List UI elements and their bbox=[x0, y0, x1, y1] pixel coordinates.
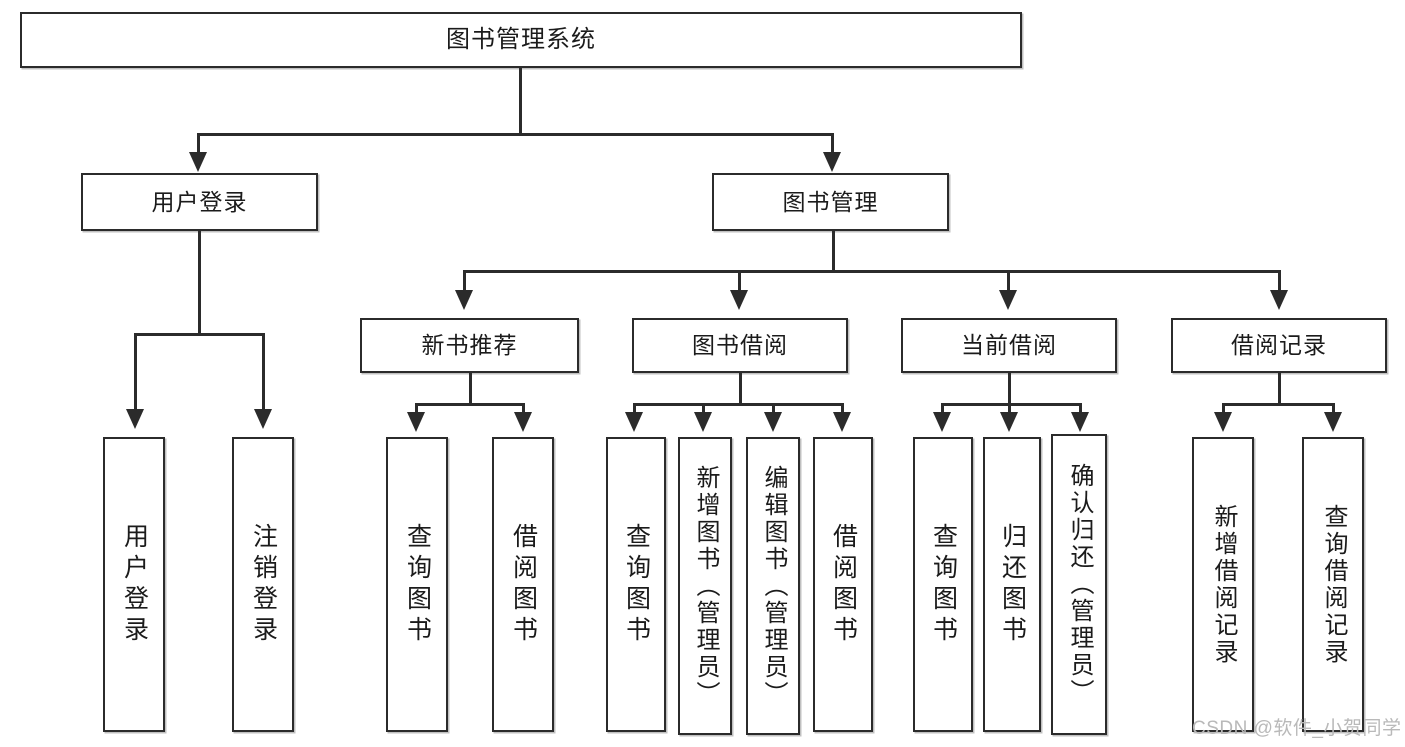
leaf-borrow-record-query-record[interactable]: 查询借阅记录 bbox=[1302, 437, 1364, 732]
connector-current-borrow-drop-3 bbox=[1079, 403, 1082, 415]
node-label: 图书借阅 bbox=[692, 332, 788, 359]
node-book-borrow[interactable]: 图书借阅 bbox=[632, 318, 848, 373]
connector-borrow-record-drop-2 bbox=[1332, 403, 1335, 415]
node-book-management[interactable]: 图书管理 bbox=[712, 173, 949, 231]
node-new-book-recommend[interactable]: 新书推荐 bbox=[360, 318, 579, 373]
node-current-borrow[interactable]: 当前借阅 bbox=[901, 318, 1117, 373]
leaf-book-borrow-query-book[interactable]: 查询图书 bbox=[606, 437, 666, 732]
arrowhead-new-book-leaf-2 bbox=[514, 412, 532, 432]
connector-book-borrow-drop-4 bbox=[841, 403, 844, 415]
arrowhead-book-mgmt-child-4 bbox=[1270, 290, 1288, 310]
connector-root-bar bbox=[197, 133, 834, 136]
leaf-book-borrow-borrow-book[interactable]: 借阅图书 bbox=[813, 437, 873, 732]
node-label: 查询借阅记录 bbox=[1320, 503, 1347, 666]
node-label: 查询图书 bbox=[622, 522, 651, 647]
arrowhead-book-mgmt-child-3 bbox=[999, 290, 1017, 310]
arrowhead-borrow-record-leaf-1 bbox=[1214, 412, 1232, 432]
node-label: 用户登录 bbox=[151, 188, 248, 215]
arrowhead-current-borrow-leaf-2 bbox=[1000, 412, 1018, 432]
leaf-current-borrow-query-book[interactable]: 查询图书 bbox=[913, 437, 973, 732]
arrowhead-book-borrow-leaf-1 bbox=[625, 412, 643, 432]
node-label: 借阅图书 bbox=[509, 522, 538, 647]
leaf-new-book-borrow-book[interactable]: 借阅图书 bbox=[492, 437, 554, 732]
connector-book-mgmt-drop-1 bbox=[463, 270, 466, 292]
arrowhead-user-login-leaf-2 bbox=[254, 409, 272, 429]
connector-current-borrow-bar bbox=[941, 403, 1082, 406]
node-label: 确认归还（管理员） bbox=[1066, 463, 1093, 706]
leaf-user-login-signin[interactable]: 用户登录 bbox=[103, 437, 165, 732]
arrowhead-book-borrow-leaf-2 bbox=[694, 412, 712, 432]
arrowhead-current-borrow-leaf-1 bbox=[933, 412, 951, 432]
arrowhead-current-borrow-leaf-3 bbox=[1071, 412, 1089, 432]
connector-user-login-drop-2 bbox=[262, 333, 265, 411]
connector-book-borrow-drop-3 bbox=[772, 403, 775, 415]
connector-borrow-record-bar bbox=[1222, 403, 1335, 406]
connector-root-to-book-mgmt bbox=[831, 133, 834, 155]
node-label: 借阅记录 bbox=[1231, 332, 1327, 359]
arrowhead-book-mgmt-child-2 bbox=[730, 290, 748, 310]
connector-user-login-stem bbox=[198, 231, 201, 335]
arrowhead-new-book-leaf-1 bbox=[407, 412, 425, 432]
arrowhead-book-borrow-leaf-4 bbox=[833, 412, 851, 432]
connector-new-book-drop-2 bbox=[522, 403, 525, 415]
connector-book-mgmt-drop-3 bbox=[1007, 270, 1010, 292]
connector-book-mgmt-drop-4 bbox=[1278, 270, 1281, 292]
connector-user-login-bar bbox=[134, 333, 265, 336]
connector-book-borrow-bar bbox=[633, 403, 844, 406]
node-label: 图书管理系统 bbox=[446, 26, 596, 54]
node-root-system[interactable]: 图书管理系统 bbox=[20, 12, 1022, 68]
leaf-user-login-signout[interactable]: 注销登录 bbox=[232, 437, 294, 732]
node-user-login[interactable]: 用户登录 bbox=[81, 173, 318, 231]
node-label: 新增借阅记录 bbox=[1210, 503, 1237, 666]
leaf-book-borrow-edit-book-admin[interactable]: 编辑图书（管理员） bbox=[746, 437, 800, 735]
connector-current-borrow-drop-1 bbox=[941, 403, 944, 415]
connector-new-book-bar bbox=[415, 403, 525, 406]
node-label: 用户登录 bbox=[120, 522, 149, 647]
leaf-new-book-query-book[interactable]: 查询图书 bbox=[386, 437, 448, 732]
arrowhead-book-mgmt-child-1 bbox=[455, 290, 473, 310]
connector-borrow-record-stem bbox=[1278, 373, 1281, 405]
arrowhead-root-to-book-mgmt bbox=[823, 152, 841, 172]
leaf-borrow-record-add-record[interactable]: 新增借阅记录 bbox=[1192, 437, 1254, 732]
node-label: 新书推荐 bbox=[421, 332, 518, 359]
connector-new-book-drop-1 bbox=[415, 403, 418, 415]
connector-book-borrow-stem bbox=[739, 373, 742, 405]
connector-root-stem bbox=[519, 68, 522, 135]
leaf-current-borrow-confirm-return-admin[interactable]: 确认归还（管理员） bbox=[1051, 434, 1107, 735]
connector-book-mgmt-stem bbox=[832, 231, 835, 273]
arrowhead-book-borrow-leaf-3 bbox=[764, 412, 782, 432]
connector-borrow-record-drop-1 bbox=[1222, 403, 1225, 415]
node-label: 借阅图书 bbox=[829, 522, 858, 647]
node-label: 新增图书（管理员） bbox=[692, 464, 719, 708]
connector-book-mgmt-drop-2 bbox=[738, 270, 741, 292]
leaf-book-borrow-add-book-admin[interactable]: 新增图书（管理员） bbox=[678, 437, 732, 735]
connector-new-book-stem bbox=[469, 373, 472, 405]
connector-root-to-user-login bbox=[197, 133, 200, 155]
arrowhead-user-login-leaf-1 bbox=[126, 409, 144, 429]
connector-book-borrow-drop-1 bbox=[633, 403, 636, 415]
connector-book-borrow-drop-2 bbox=[702, 403, 705, 415]
node-label: 注销登录 bbox=[249, 522, 278, 647]
connector-current-borrow-drop-2 bbox=[1008, 403, 1011, 415]
connector-book-mgmt-bar bbox=[463, 270, 1281, 273]
leaf-current-borrow-return-book[interactable]: 归还图书 bbox=[983, 437, 1041, 732]
node-label: 图书管理 bbox=[782, 188, 879, 215]
node-label: 查询图书 bbox=[403, 522, 432, 647]
node-label: 查询图书 bbox=[929, 522, 958, 647]
node-label: 当前借阅 bbox=[961, 332, 1057, 359]
csdn-watermark: CSDN @软件_小贺同学 bbox=[1192, 718, 1402, 739]
node-label: 归还图书 bbox=[998, 522, 1027, 647]
arrowhead-root-to-user-login bbox=[189, 152, 207, 172]
connector-current-borrow-stem bbox=[1008, 373, 1011, 405]
arrowhead-borrow-record-leaf-2 bbox=[1324, 412, 1342, 432]
node-borrow-record[interactable]: 借阅记录 bbox=[1171, 318, 1387, 373]
connector-user-login-drop-1 bbox=[134, 333, 137, 411]
node-label: 编辑图书（管理员） bbox=[760, 464, 787, 708]
